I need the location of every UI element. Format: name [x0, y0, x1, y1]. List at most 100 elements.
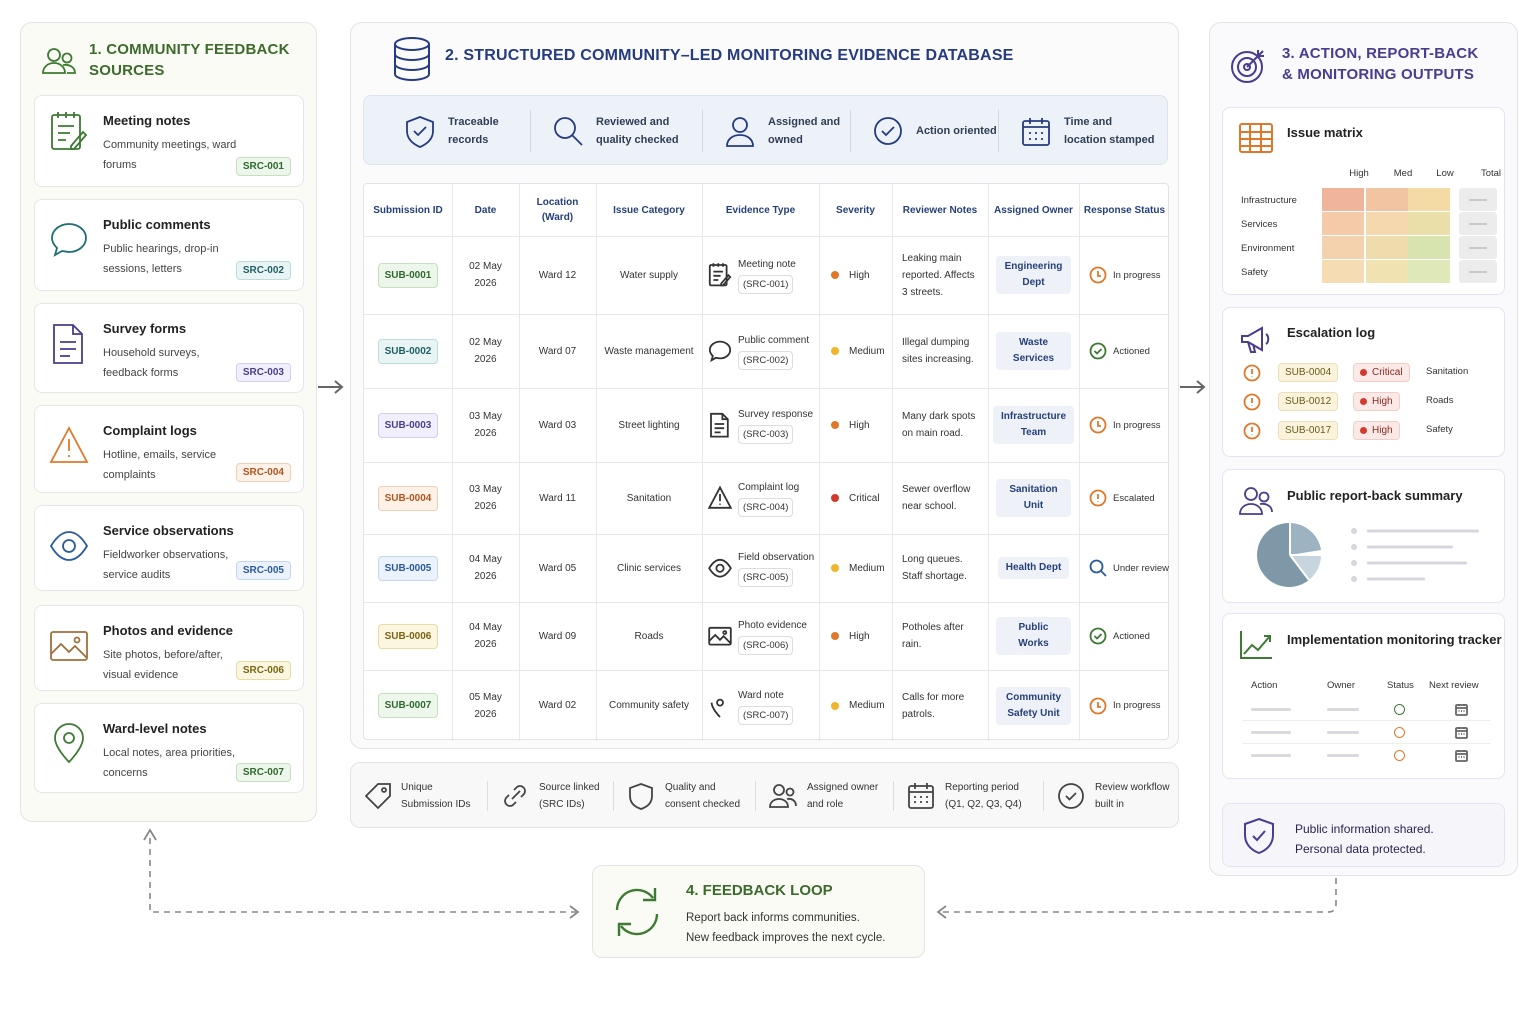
status-label: Actioned	[1113, 345, 1150, 357]
check-circle-icon	[1089, 342, 1107, 360]
matrix-cell[interactable]	[1322, 212, 1364, 235]
submission-id-badge[interactable]: SUB-0001	[377, 262, 439, 288]
owner-badge[interactable]: Health Dept	[997, 557, 1070, 579]
panel-title: 2. STRUCTURED COMMUNITY–LED MONITORING E…	[445, 47, 1014, 64]
tracker-row[interactable]	[1223, 746, 1506, 768]
source-description: Site photos, before/after, visual eviden…	[103, 649, 223, 681]
owner-badge[interactable]: Public Works	[996, 617, 1071, 655]
source-link-badge[interactable]: (SRC-002)	[738, 351, 794, 370]
column-header: Location (Ward)	[536, 197, 579, 223]
evidence-type: Public comment(SRC-002)	[708, 332, 809, 370]
placeholder-dash	[1469, 271, 1487, 273]
notepad-icon	[708, 263, 732, 287]
source-id-badge: SRC-007	[235, 763, 291, 782]
owner-badge[interactable]: Sanitation Unit	[996, 479, 1071, 517]
matrix-cell[interactable]	[1459, 236, 1497, 259]
owner-badge[interactable]: Infrastructure Team	[993, 406, 1075, 444]
matrix-cell[interactable]	[1322, 236, 1364, 259]
source-link-badge[interactable]: (SRC-004)	[738, 498, 794, 517]
matrix-cell[interactable]	[1408, 188, 1450, 211]
matrix-cell[interactable]	[1366, 260, 1408, 283]
severity-cell: Critical	[819, 462, 892, 534]
matrix-cell[interactable]	[1459, 188, 1497, 211]
submission-id-badge[interactable]: SUB-0005	[377, 555, 439, 581]
submission-id-cell: SUB-0003	[364, 388, 452, 462]
source-link-badge[interactable]: (SRC-005)	[738, 568, 794, 587]
source-description: Hotline, emails, service complaints	[103, 449, 217, 481]
tracker-row[interactable]	[1223, 723, 1506, 745]
submission-id-badge[interactable]: SUB-0007	[377, 693, 439, 718]
ward-cell: Ward 07	[538, 345, 577, 357]
reviewer-notes-cell: Many dark spots on main road.	[902, 411, 976, 439]
calendar-icon	[1455, 750, 1468, 762]
reviewer-notes-cell: Calls for more patrols.	[902, 691, 965, 720]
refresh-cycle-icon	[615, 888, 659, 936]
source-link-badge[interactable]: (SRC-006)	[738, 636, 794, 655]
calendar-icon	[1455, 727, 1468, 739]
megaphone-icon	[1241, 326, 1270, 353]
source-description: Community meetings, ward forums	[103, 139, 237, 171]
evidence-type: Field observation(SRC-005)	[708, 549, 814, 587]
placeholder-bar	[1327, 708, 1359, 711]
matrix-cell[interactable]	[1408, 260, 1450, 283]
feature-label: Action oriented	[916, 125, 997, 137]
submission-id-cell: SUB-0006	[364, 602, 452, 670]
column-header: Date	[474, 204, 497, 216]
owner-badge[interactable]: Engineering Dept	[996, 256, 1071, 294]
submission-id-badge[interactable]: SUB-0004	[377, 485, 439, 511]
owner-badge[interactable]: Community Safety Unit	[996, 686, 1071, 725]
matrix-cell[interactable]	[1408, 236, 1450, 259]
matrix-cell[interactable]	[1322, 188, 1364, 211]
submission-id-badge[interactable]: SUB-0006	[377, 623, 439, 649]
severity-badge: Critical	[1353, 363, 1410, 382]
matrix-cell[interactable]	[1322, 260, 1364, 283]
severity-dot	[831, 632, 839, 640]
matrix-column-header: Low	[1436, 168, 1454, 179]
source-link-badge[interactable]: (SRC-007)	[738, 705, 794, 725]
matrix-cell[interactable]	[1459, 212, 1497, 235]
evidence-type-cell: Photo evidence(SRC-006)	[702, 602, 819, 670]
submission-id-badge[interactable]: SUB-0002	[377, 338, 439, 364]
matrix-cell[interactable]	[1366, 212, 1408, 235]
escalation-id-badge[interactable]: SUB-0004	[1278, 363, 1339, 382]
severity-badge: High	[1353, 392, 1400, 411]
status-ring-icon	[1394, 704, 1405, 715]
source-id-badge: SRC-005	[235, 561, 291, 580]
tracker-row[interactable]	[1223, 700, 1506, 722]
shield-check-icon	[406, 116, 434, 148]
row-divider	[364, 236, 1170, 237]
matrix-cell[interactable]	[1366, 188, 1408, 211]
matrix-cell[interactable]	[1408, 212, 1450, 235]
source-title: Photos and evidence	[103, 623, 234, 638]
placeholder-bar	[1251, 731, 1291, 734]
owner-badge[interactable]: Waste Services	[996, 332, 1071, 370]
evidence-label: Complaint log	[738, 482, 800, 493]
escalation-id-badge[interactable]: SUB-0017	[1278, 421, 1339, 440]
divider	[613, 781, 614, 811]
submission-id-badge[interactable]: SUB-0003	[377, 412, 439, 438]
matrix-cell[interactable]	[1366, 236, 1408, 259]
source-link-badge[interactable]: (SRC-003)	[738, 425, 794, 444]
check-circle-icon	[874, 117, 902, 145]
category-cell: Roads	[634, 630, 664, 642]
category-cell: Water supply	[620, 269, 678, 281]
source-link-badge[interactable]: (SRC-001)	[738, 275, 794, 294]
escalation-id-badge[interactable]: SUB-0012	[1278, 392, 1339, 411]
matrix-cell[interactable]	[1459, 260, 1497, 283]
